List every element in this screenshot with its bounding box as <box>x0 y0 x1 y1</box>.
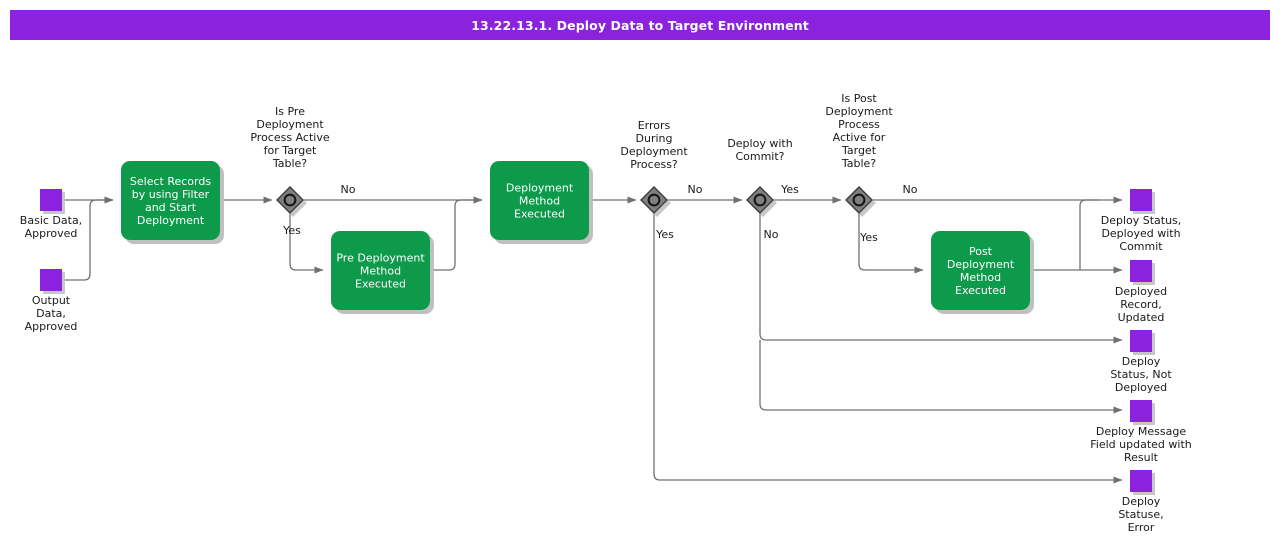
connectors-layer <box>62 196 1123 484</box>
gateway-circle-icon <box>647 193 661 207</box>
flow-label-label-yes-pre-deployment: Yes <box>282 224 301 237</box>
event-marker <box>40 269 62 291</box>
flow-label-label-no-post-deployment: No <box>903 183 918 196</box>
gateway-diamond <box>845 186 873 214</box>
flow-label-label-yes-commit: Yes <box>780 183 799 196</box>
event-marker <box>1130 260 1152 282</box>
connector-flow-pre-method-to-deployment <box>430 196 483 271</box>
flow-label-label-no-errors: No <box>688 183 703 196</box>
connector-flow-gw-errors-yes <box>653 213 1123 484</box>
event-marker <box>1130 189 1152 211</box>
flow-label-label-yes-post-deployment: Yes <box>859 231 878 244</box>
event-marker <box>40 189 62 211</box>
gateway-diamond <box>276 186 304 214</box>
connector-flow-gw-post-yes <box>858 213 924 274</box>
event-label: Basic Data,Approved <box>20 214 82 240</box>
task-box <box>121 161 220 240</box>
connector-flow-gw-commit-no-not-deployed <box>759 213 1123 344</box>
flow-label-label-no-pre-deployment: No <box>341 183 356 196</box>
gateway-circle-icon <box>852 193 866 207</box>
gateway-diamond <box>640 186 668 214</box>
connector-flow-output-data-to-select <box>62 196 114 281</box>
gateway-circle-icon <box>753 193 767 207</box>
event-marker <box>1130 400 1152 422</box>
page-title: 13.22.13.1. Deploy Data to Target Enviro… <box>471 17 809 33</box>
event-marker <box>1130 470 1152 492</box>
task-box <box>931 231 1030 310</box>
event-marker <box>1130 330 1152 352</box>
task-box <box>331 231 430 310</box>
connector-flow-gw-commit-no-message <box>759 340 1123 414</box>
gateway-diamond <box>746 186 774 214</box>
task-box <box>490 161 589 240</box>
start-event-basic-data-approved[interactable]: Basic Data,Approved <box>20 189 82 240</box>
flow-label-label-yes-errors: Yes <box>655 228 674 241</box>
flow-label-label-no-commit: No <box>764 228 779 241</box>
connector-flow-post-method-join-commit <box>1079 199 1100 270</box>
gateway-circle-icon <box>283 193 297 207</box>
window-title-bar: 13.22.13.1. Deploy Data to Target Enviro… <box>10 10 1270 40</box>
connector-flow-gw-pre-yes <box>289 213 324 274</box>
